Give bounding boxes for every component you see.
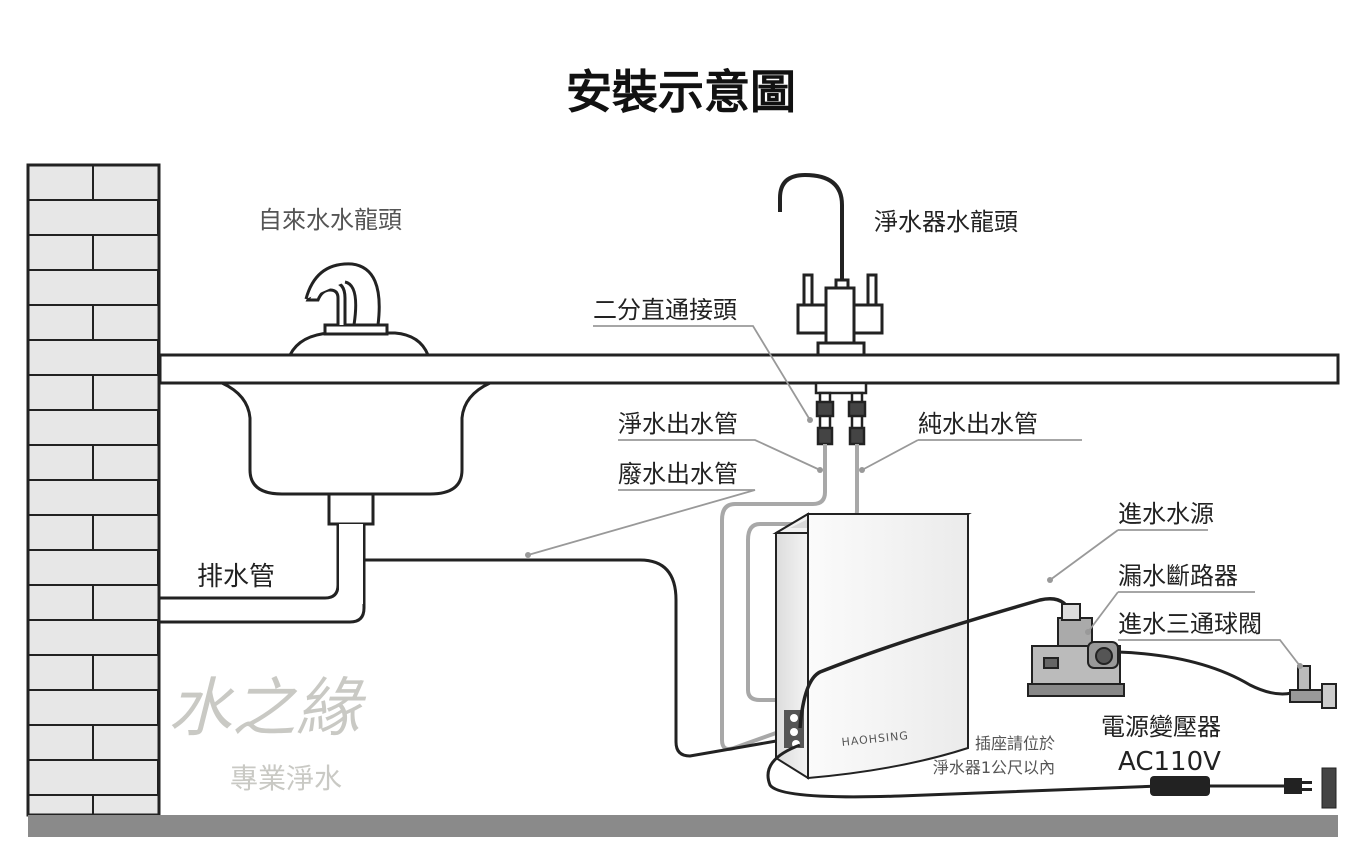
label-outlet-note-1: 插座請位於 xyxy=(975,734,1055,753)
label-outlet-note-2: 淨水器1公尺以內 xyxy=(933,758,1055,777)
connector-fittings xyxy=(814,381,868,446)
label-inlet-valve: 進水三通球閥 xyxy=(1118,610,1262,638)
label-straight-connector: 二分直通接頭 xyxy=(593,296,737,324)
power-adapter-icon xyxy=(1150,767,1337,809)
label-waste-out: 廢水出水管 xyxy=(618,460,738,488)
sink-basin xyxy=(221,381,491,526)
brick-wall xyxy=(26,163,161,817)
label-tap-faucet: 自來水水龍頭 xyxy=(258,206,402,234)
label-pure-out-right: 純水出水管 xyxy=(918,410,1038,438)
drain-pipe-shape xyxy=(160,524,366,624)
inlet-hose xyxy=(798,597,1074,729)
label-voltage: AC110V xyxy=(1118,747,1221,777)
floor xyxy=(28,815,1338,837)
label-adapter: 電源變壓器 xyxy=(1101,713,1221,741)
purifier-faucet-icon xyxy=(778,172,884,357)
label-leak-stop: 漏水斷路器 xyxy=(1118,562,1238,590)
label-inlet-source: 進水水源 xyxy=(1118,500,1214,528)
inlet-valve-icon xyxy=(1289,665,1337,709)
purifier-unit: HAOHSING xyxy=(772,512,972,780)
leak-stop-device-icon xyxy=(1027,603,1125,697)
countertop xyxy=(158,353,1340,385)
label-purifier-faucet: 淨水器水龍頭 xyxy=(874,208,1018,236)
tap-faucet-icon xyxy=(287,262,431,357)
waste-pipe xyxy=(364,558,783,758)
label-pure-out-left: 淨水出水管 xyxy=(618,410,738,438)
label-drain-pipe: 排水管 xyxy=(197,562,275,592)
diagram-title: 安裝示意圖 xyxy=(566,65,796,119)
watermark-sub: 專業淨水 xyxy=(230,762,342,795)
leader-dots xyxy=(525,417,1303,669)
power-cord xyxy=(766,743,1290,799)
leader-lines xyxy=(527,325,1301,667)
valve-hose xyxy=(1117,650,1301,696)
watermark-main: 水之緣 xyxy=(168,672,367,746)
